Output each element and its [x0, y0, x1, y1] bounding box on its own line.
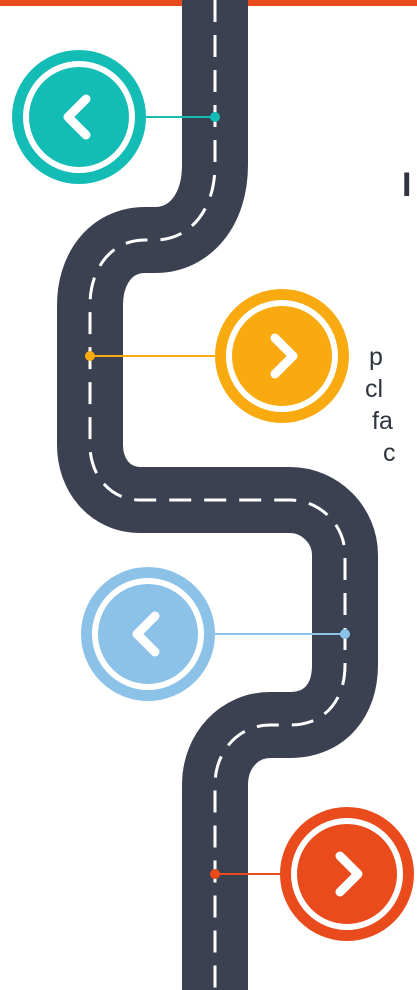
milestone-badge[interactable] [280, 807, 414, 941]
milestone-badge[interactable] [81, 567, 215, 701]
milestone-badge[interactable] [12, 50, 146, 184]
milestone-2 [85, 289, 349, 423]
connector-dot [210, 869, 220, 879]
text-fragment-3: fa [372, 406, 393, 437]
connector-dot [85, 351, 95, 361]
heading-fragment: I [402, 166, 411, 205]
text-fragment-1: p [369, 342, 383, 373]
milestone-badge[interactable] [215, 289, 349, 423]
text-fragment-2: cl [365, 374, 383, 405]
text-fragment-4: c [383, 438, 396, 469]
connector-dot [340, 629, 350, 639]
connector-dot [210, 112, 220, 122]
